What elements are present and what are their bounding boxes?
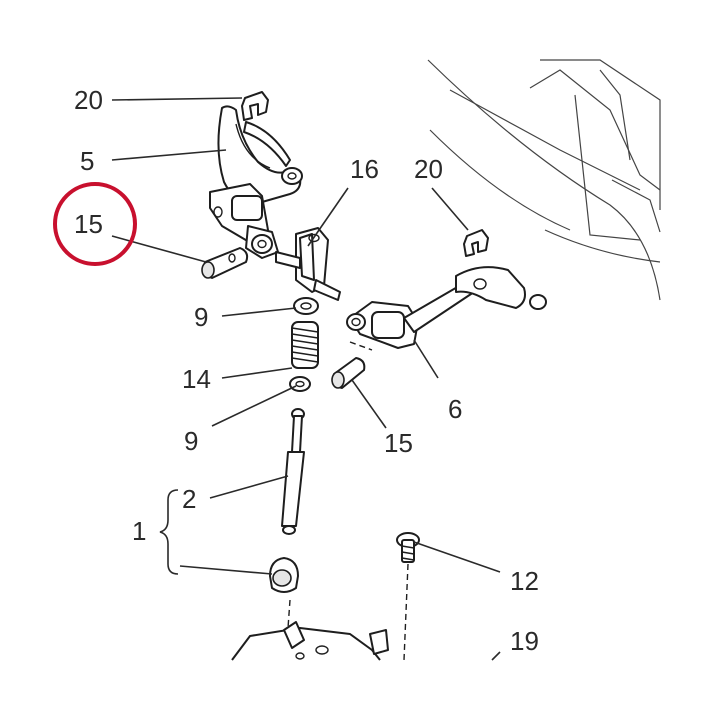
pin-15-left [201,247,249,279]
callout-14: 14 [182,364,211,394]
callout-5: 5 [80,146,94,176]
callout-1: 1 [132,516,146,546]
pin-15-right [331,357,366,389]
highlight-circle [53,182,137,266]
callout-15-left: 15 [74,209,103,239]
callout-19: 19 [510,626,539,656]
callout-labels: 20 5 15 16 20 9 14 9 15 6 2 1 12 19 [74,85,539,656]
callout-20-right: 20 [414,154,443,184]
washer-9-bottom [289,376,311,392]
housing-background [427,59,661,301]
washer-9-top [293,297,319,315]
rod-2 [281,408,305,535]
retaining-clip-top [241,91,269,121]
spring-14 [291,321,319,369]
callout-9-bottom: 9 [184,426,198,456]
group-brace [159,489,179,575]
callout-15-right: 15 [384,428,413,458]
fork-lever-5 [209,105,303,259]
callout-6: 6 [448,394,462,424]
callout-9-top: 9 [194,302,208,332]
base-plate [231,599,389,661]
lever-6 [346,266,547,351]
callout-2: 2 [182,484,196,514]
callout-20-top: 20 [74,85,103,115]
shaft-bracket-16 [275,227,341,301]
retaining-clip-right [463,229,489,257]
knob-1 [269,557,299,593]
screw-12 [396,532,420,661]
callout-12: 12 [510,566,539,596]
callout-16: 16 [350,154,379,184]
leader-lines [111,97,501,661]
